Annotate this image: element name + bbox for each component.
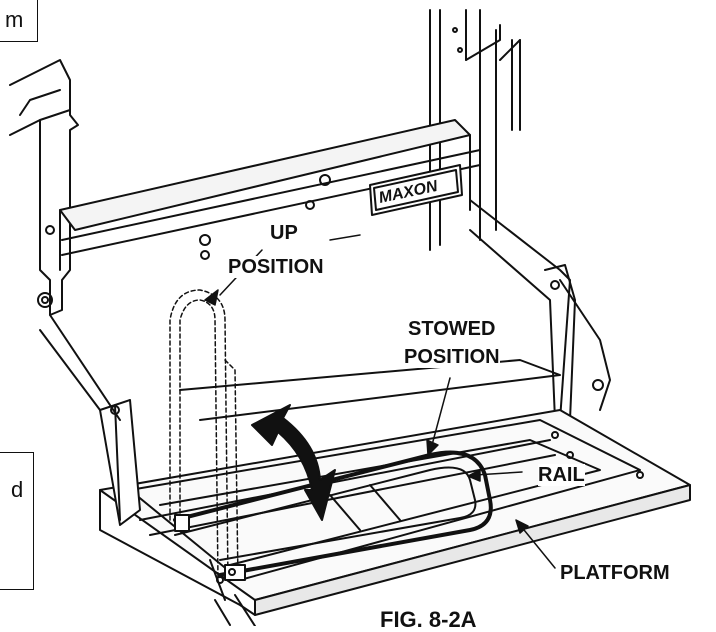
label-stowed-position-line1: STOWED	[408, 318, 496, 340]
cropped-box-top-left: m	[0, 0, 38, 42]
leader-lines	[204, 234, 556, 569]
latch-details	[174, 514, 256, 626]
label-stowed-position-line2: POSITION	[404, 346, 500, 368]
rotation-arrow	[251, 404, 336, 521]
cropped-text-top-left: m	[5, 7, 24, 32]
figure-caption: FIG. 8-2A	[380, 607, 477, 632]
label-up-position-line1: UP	[270, 222, 298, 244]
top-crossbeam	[59, 119, 481, 271]
label-up-position-line2: POSITION	[228, 256, 324, 278]
floor-rails	[139, 359, 561, 536]
platform	[99, 409, 691, 616]
cropped-text-left-middle: d	[11, 477, 24, 502]
label-rail: RAIL	[538, 464, 585, 486]
maxon-logo	[369, 164, 463, 216]
right-side-arm	[469, 199, 611, 426]
label-platform: PLATFORM	[560, 562, 670, 584]
cropped-box-left-middle: d	[0, 452, 34, 590]
rail-up-dashed	[169, 289, 239, 581]
left-platform-arm	[39, 314, 141, 526]
left-column	[9, 59, 79, 316]
